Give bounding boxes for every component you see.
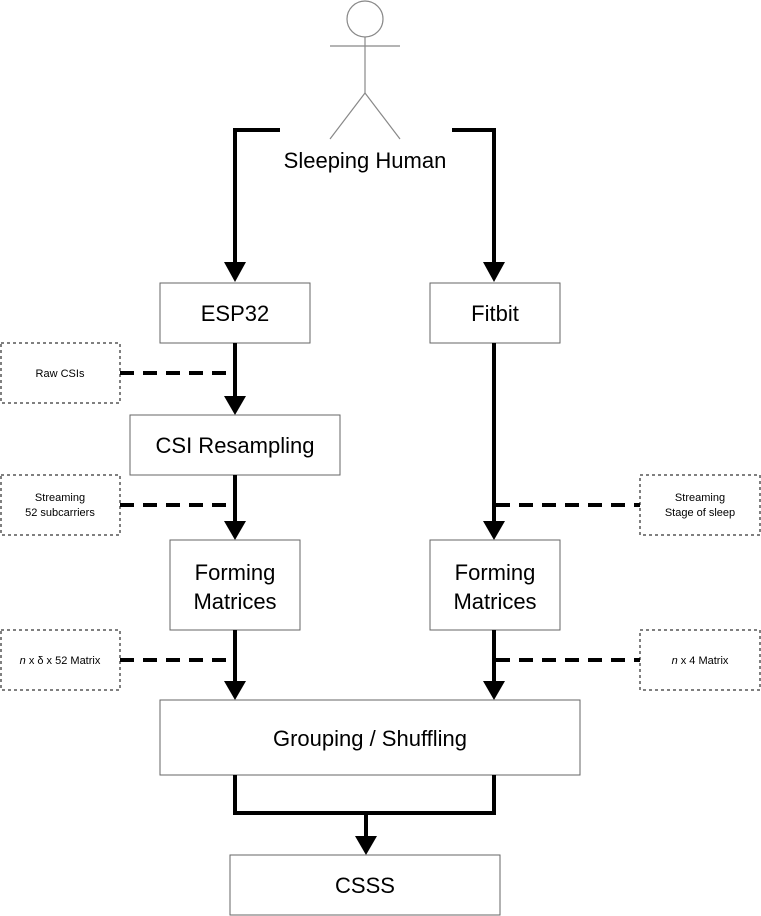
node-grouping-shuffling: Grouping / Shuffling (159, 699, 581, 776)
arrowhead-forming-left (224, 521, 246, 540)
node-csi-resampling: CSI Resampling (129, 414, 341, 476)
node-forming-matrices-right-line2: Matrices (453, 589, 536, 614)
human-figure-icon (329, 0, 401, 140)
note-matrix-left-n: n (20, 655, 26, 667)
note-streaming-sleep: Streaming Stage of sleep (639, 474, 761, 536)
node-esp32: ESP32 (159, 282, 311, 344)
node-forming-matrices-right: Forming Matrices (429, 539, 561, 631)
node-forming-matrices-left-line2: Matrices (193, 589, 276, 614)
note-raw-csis: Raw CSIs (0, 342, 121, 404)
arrowhead-fitbit (483, 262, 505, 282)
actor-label: Sleeping Human (284, 148, 447, 173)
connector-grouping-csss (233, 775, 496, 836)
note-matrix-left-label: n x δ x 52 Matrix (20, 655, 101, 667)
note-streaming-sleep-line2: Stage of sleep (665, 507, 735, 519)
node-forming-matrices-left-line1: Forming (195, 560, 276, 585)
node-grouping-shuffling-label: Grouping / Shuffling (273, 726, 467, 751)
arrowhead-grouping-left (224, 681, 246, 700)
note-matrix-right-rest: x 4 Matrix (678, 655, 729, 667)
node-forming-matrices-right-line1: Forming (455, 560, 536, 585)
arrowhead-forming-right (483, 521, 505, 540)
node-csss-label: CSSS (335, 873, 395, 898)
note-raw-csis-label: Raw CSIs (36, 368, 85, 380)
node-forming-matrices-left: Forming Matrices (169, 539, 301, 631)
arrowhead-esp32 (224, 262, 246, 282)
arrowhead-csss (355, 836, 377, 855)
note-streaming-sleep-line1: Streaming (675, 492, 725, 504)
note-matrix-left-rest: x δ x 52 Matrix (26, 655, 101, 667)
note-streaming-subcarriers-line1: Streaming (35, 492, 85, 504)
note-matrix-right-label: n x 4 Matrix (672, 655, 729, 667)
connector-human-esp32 (233, 128, 280, 262)
note-matrix-left: n x δ x 52 Matrix (0, 629, 121, 691)
note-streaming-subcarriers: Streaming 52 subcarriers (0, 474, 121, 536)
node-fitbit-label: Fitbit (471, 301, 519, 326)
note-matrix-right: n x 4 Matrix (639, 629, 761, 691)
arrowhead-resampling (224, 396, 246, 415)
node-fitbit: Fitbit (429, 282, 561, 344)
arrowhead-grouping-right (483, 681, 505, 700)
node-csss: CSSS (229, 854, 501, 916)
note-matrix-right-n: n (672, 655, 678, 667)
note-streaming-subcarriers-line2: 52 subcarriers (25, 507, 95, 519)
connector-human-fitbit (452, 128, 496, 262)
node-csi-resampling-label: CSI Resampling (156, 433, 315, 458)
node-esp32-label: ESP32 (201, 301, 270, 326)
